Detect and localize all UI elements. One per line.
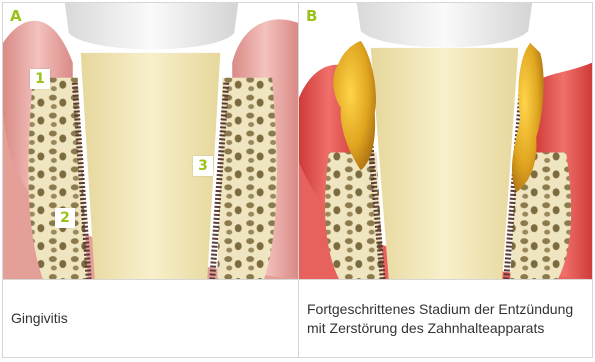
gingivitis-illustration bbox=[3, 3, 298, 279]
marker-2-bone: 2 bbox=[55, 208, 75, 228]
caption-gingivitis: Gingivitis bbox=[3, 280, 299, 357]
panel-a-image: A bbox=[3, 3, 299, 280]
comparison-table: A bbox=[2, 2, 593, 358]
panel-a-label: A bbox=[10, 9, 22, 24]
panel-b-label: B bbox=[306, 9, 317, 24]
caption-advanced-stage-text: Fortgeschrittenes Stadium der Entzündung… bbox=[307, 300, 584, 338]
panel-b-image: B bbox=[299, 3, 592, 280]
caption-gingivitis-text: Gingivitis bbox=[11, 309, 68, 328]
marker-3-ligament: 3 bbox=[193, 156, 213, 176]
marker-1-gum: 1 bbox=[30, 69, 50, 89]
periodontitis-illustration bbox=[299, 3, 592, 279]
caption-advanced-stage: Fortgeschrittenes Stadium der Entzündung… bbox=[299, 280, 592, 357]
